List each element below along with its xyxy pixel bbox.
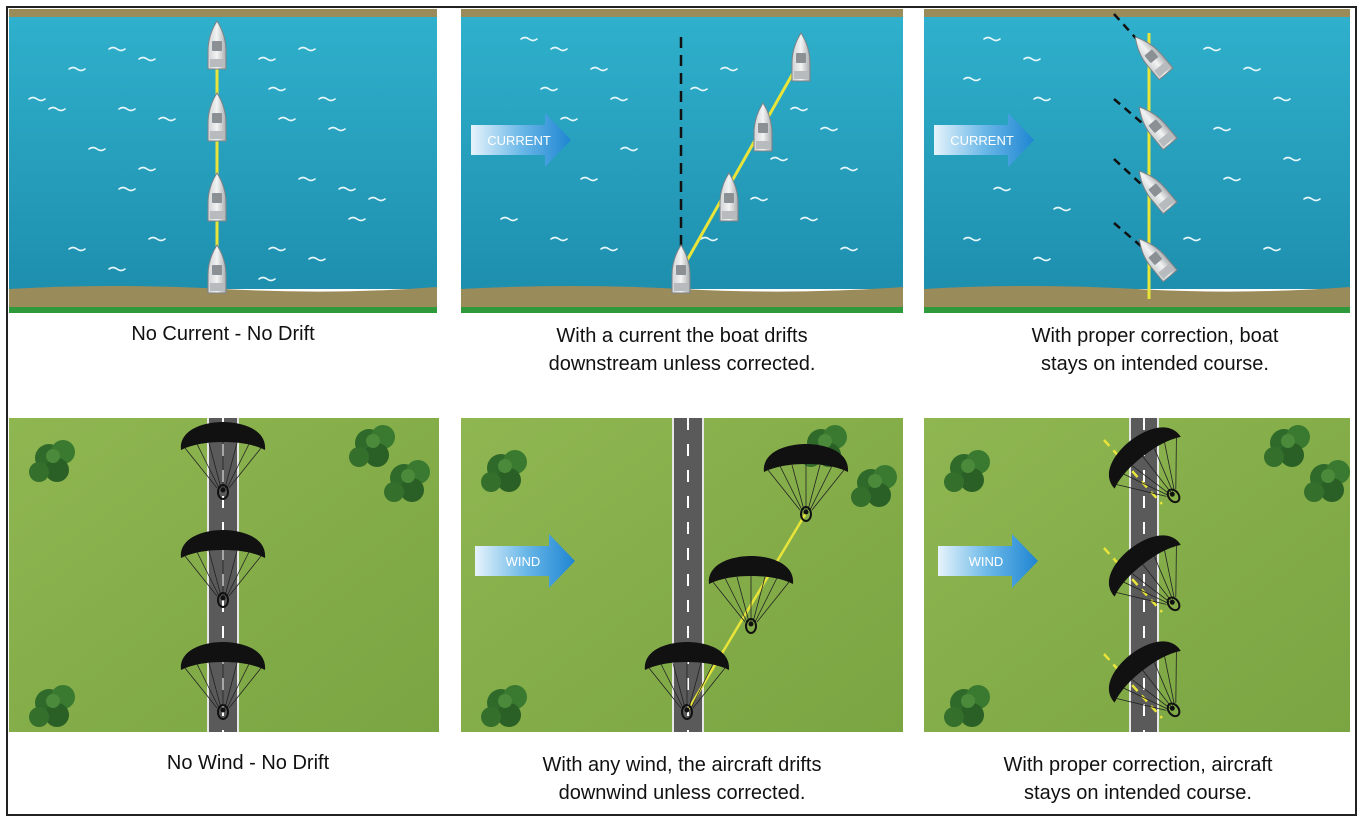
aircraft-panel-wind-drift: WIND [461,418,903,732]
near-shore [9,286,437,313]
actual-track-line [686,512,808,711]
caption-line: With proper correction, aircraft [1003,754,1273,776]
actual-track-line [679,58,803,272]
caption-wind-drift: With any wind, the aircraft drifts downw… [462,751,902,807]
caption-line: With any wind, the aircraft drifts [542,754,822,776]
boat-panel-current-drift: CURRENT [461,9,903,313]
caption-aircraft-corrected: With proper correction, aircraft stays o… [918,751,1358,807]
caption-line: With proper correction, boat [1031,325,1279,347]
caption-boat-corrected: With proper correction, boat stays on in… [935,322,1363,378]
caption-line: downwind unless corrected. [558,782,806,804]
caption-line: downstream unless corrected. [548,353,816,375]
current-arrow: CURRENT [934,113,1034,167]
current-arrow-label: CURRENT [950,133,1014,148]
far-shore [9,9,437,19]
boat-panel-no-current [9,9,437,313]
aircraft-panel-corrected: WIND [924,418,1350,732]
caption-line: stays on intended course. [1041,353,1269,375]
caption-line: No Wind - No Drift [166,752,330,774]
caption-line: With a current the boat drifts [556,325,808,347]
wind-arrow-label: WIND [969,554,1004,569]
caption-line: No Current - No Drift [131,323,315,345]
aircraft-panel-no-wind [9,418,439,732]
caption-current-drift: With a current the boat drifts downstrea… [462,322,902,378]
caption-no-wind: No Wind - No Drift [28,749,468,777]
wind-arrow-label: WIND [506,554,541,569]
caption-no-current: No Current - No Drift [3,320,443,348]
caption-line: stays on intended course. [1024,782,1252,804]
boat-panel-corrected: CURRENT [924,9,1350,313]
wind-arrow: WIND [475,534,575,588]
wind-arrow: WIND [938,534,1038,588]
current-arrow: CURRENT [471,113,571,167]
current-arrow-label: CURRENT [487,133,551,148]
